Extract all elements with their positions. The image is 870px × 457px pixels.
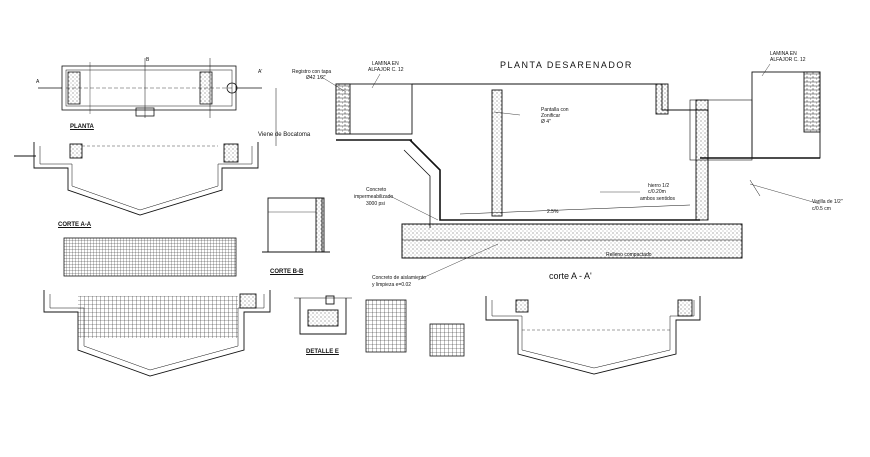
note-pantalla-2: Zonificar	[541, 113, 561, 119]
title-corte-aa-small: CORTE A-A	[58, 222, 92, 228]
note-concreto-ais-1: Concreto de aislamiento	[372, 275, 426, 281]
title-detalle-e: DETALLE E	[306, 349, 339, 355]
note-slope: 2.5%	[547, 209, 559, 215]
note-viene-bocatoma: Viene de Bocatoma	[258, 132, 311, 138]
note-hierro-2: c/0.20m	[648, 189, 666, 195]
plan-view-small	[38, 58, 262, 118]
note-registro-2: Ø42 1/2"	[306, 75, 326, 81]
mesh-panel-left	[63, 237, 237, 277]
section-bottom-right	[485, 296, 701, 375]
title-planta: PLANTA	[70, 124, 94, 130]
note-lamina-right-1: LAMINA EN	[770, 51, 797, 57]
note-concreto-imp-3: 3000 psi	[366, 201, 385, 207]
marker-b: B	[146, 57, 150, 63]
note-varilla-2: c/0.5 cm	[812, 206, 831, 212]
section-bb	[262, 197, 330, 253]
note-hierro-1: hierro 1/2	[648, 183, 670, 189]
mesh-panel-middle	[365, 299, 407, 353]
note-pantalla-3: Ø 4"	[541, 119, 551, 125]
note-pantalla-1: Pantalla con	[541, 107, 569, 113]
mesh-panel-middle-2	[429, 323, 465, 357]
note-relleno: Relleno compactado	[606, 252, 652, 258]
section-bottom-left	[43, 290, 271, 377]
main-section-drawing	[275, 63, 821, 281]
detail-e	[294, 295, 352, 335]
note-concreto-imp-2: impermeabilizado	[354, 194, 394, 200]
note-concreto-imp-1: Concreto	[366, 187, 387, 193]
marker-a-prime: A'	[258, 69, 263, 75]
section-aa-small	[14, 142, 259, 216]
note-lamina-right-2: ALFAJOR C. 12	[770, 57, 806, 63]
note-registro-1: Registro con tapa	[292, 69, 332, 75]
note-lamina-left-2: ALFAJOR C. 12	[368, 67, 404, 73]
note-varilla-1: Varilla de 1/2"	[812, 199, 843, 205]
title-planta-desarenador: PLANTA DESARENADOR	[500, 60, 633, 70]
title-corte-bb: CORTE B-B	[270, 269, 304, 275]
note-concreto-ais-2: y limpieza e=0.02	[372, 282, 412, 288]
title-corte-aa-main: corte A - A'	[549, 271, 592, 281]
marker-a: A	[36, 79, 40, 85]
note-lamina-left-1: LAMINA EN	[372, 61, 399, 67]
note-hierro-3: ambos sentidos	[640, 196, 676, 202]
